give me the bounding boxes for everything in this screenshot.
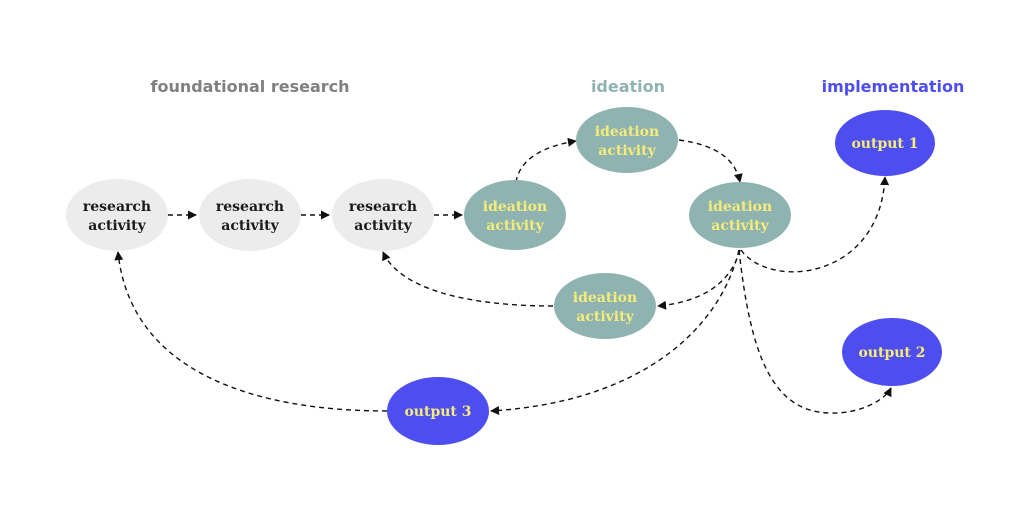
node-output-1: output 1 [835,110,935,176]
node-label-line1: ideation [573,290,637,306]
node-research-activity-3: research activity [332,179,434,251]
edge-i1-i2 [515,137,577,183]
edge-i2-i3 [678,139,743,183]
node-label-line1: research [83,199,151,215]
node-output-3: output 3 [387,377,489,445]
node-ideation-activity-2: ideation activity [576,107,678,173]
node-label-line2: activity [711,218,769,234]
edge-i4-r3 [382,251,554,307]
node-output-2: output 2 [842,318,942,386]
node-label-line2: activity [576,309,634,325]
section-title-implementation: implementation [822,77,965,96]
node-ideation-activity-3: ideation activity [689,182,791,248]
node-label-line2: activity [486,218,544,234]
node-label-line1: research [349,199,417,215]
node-ideation-activity-4: ideation activity [554,273,656,339]
node-label-line1: research [216,199,284,215]
section-title-ideation: ideation [591,77,665,96]
node-label-line1: ideation [708,199,772,215]
node-label-line2: activity [88,218,146,234]
node-label: output 3 [404,404,471,420]
node-label-line2: activity [598,143,656,159]
node-label-line1: ideation [595,124,659,140]
node-label-line2: activity [221,218,279,234]
node-label: output 1 [851,136,918,152]
edge-i3-o3 [490,249,740,415]
edges [114,137,892,415]
node-label-line1: ideation [483,199,547,215]
node-research-activity-2: research activity [199,179,301,251]
edge-i3-o2 [738,249,892,414]
section-title-foundational-research: foundational research [150,77,349,96]
node-ideation-activity-1: ideation activity [464,180,566,250]
node-research-activity-1: research activity [66,179,168,251]
edge-i3-i4 [657,249,741,310]
edge-o3-r1 [114,251,388,412]
edge-i3-o1 [740,176,890,273]
node-label: output 2 [858,345,925,361]
node-label-line2: activity [354,218,412,234]
